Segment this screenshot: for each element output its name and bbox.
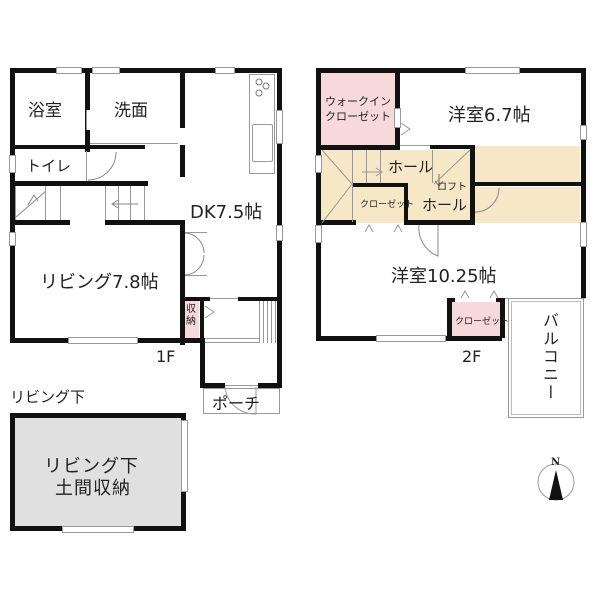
closet-door-icon (364, 224, 403, 233)
room-label-walkin-closet-2: クローゼット (325, 110, 391, 123)
entrance-step (259, 301, 277, 343)
room-walkin-closet (320, 73, 396, 146)
room-label-under-living-1: リビング下 (44, 456, 139, 477)
room-label-western-6-7: 洋室6.7帖 (448, 105, 531, 126)
north-arrow-icon (537, 463, 575, 501)
closet-door-icon (184, 232, 205, 276)
door-arc-icon (88, 151, 117, 181)
room-label-western-10-25: 洋室10.25帖 (391, 266, 497, 287)
room-label-porch: ポーチ (212, 394, 261, 413)
stair-lines-icon (322, 150, 471, 223)
door-swing-icon (204, 305, 215, 319)
room-label-under-living-2: 土間収納 (55, 478, 131, 499)
room-balcony (508, 298, 584, 418)
compass-label: N (551, 457, 561, 468)
room-label-toilet: トイレ (26, 157, 72, 175)
floor-1-plan: 収 納 ポーチ 浴室 洗面 トイレ DK7.5帖 リビン (0, 0, 300, 420)
room-label-dk: DK7.5帖 (190, 202, 263, 223)
room-label-closet-1: クローゼット (360, 200, 415, 210)
kitchen-counter (249, 74, 275, 174)
compass: N (534, 457, 578, 502)
room-label-storage: 収 納 (186, 304, 196, 327)
door-swing-icon (400, 122, 411, 136)
room-label-loft: ロフト (437, 182, 467, 193)
room-label-closet-2: クローゼット (455, 317, 510, 327)
room-label-hall-2: ホール (422, 196, 468, 214)
stair-arrow-icon (111, 199, 138, 209)
room-label-washroom: 洗面 (114, 101, 148, 121)
room-label-bath: 浴室 (28, 101, 62, 121)
entry-door-arc-icon (224, 386, 257, 415)
floor-2-plan: ウォークイン クローゼット 洋室6.7帖 ホール ロフト クローゼット ホール … (315, 67, 587, 418)
room-label-hall-1: ホール (388, 158, 434, 176)
door-arc-icon (418, 224, 439, 257)
section-label-under-living: リビング下 (10, 388, 86, 406)
room-label-balcony: バルコニー (540, 312, 559, 402)
stove-icon (255, 78, 270, 97)
door-arc-icon (475, 187, 500, 213)
closet-door-icon (460, 290, 499, 299)
room-closet-2 (451, 302, 501, 336)
room-loft-upper (475, 146, 580, 184)
room-label-walkin-closet-1: ウォークイン (325, 95, 391, 108)
room-porch (203, 388, 280, 414)
room-label-living: リビング7.8帖 (40, 272, 159, 293)
sink-icon (252, 124, 273, 162)
floor-label-2f: 2F (462, 347, 482, 366)
room-storage (185, 300, 199, 338)
stair-arrow-icon (15, 190, 47, 218)
floor-label-1f: 1F (156, 347, 176, 366)
